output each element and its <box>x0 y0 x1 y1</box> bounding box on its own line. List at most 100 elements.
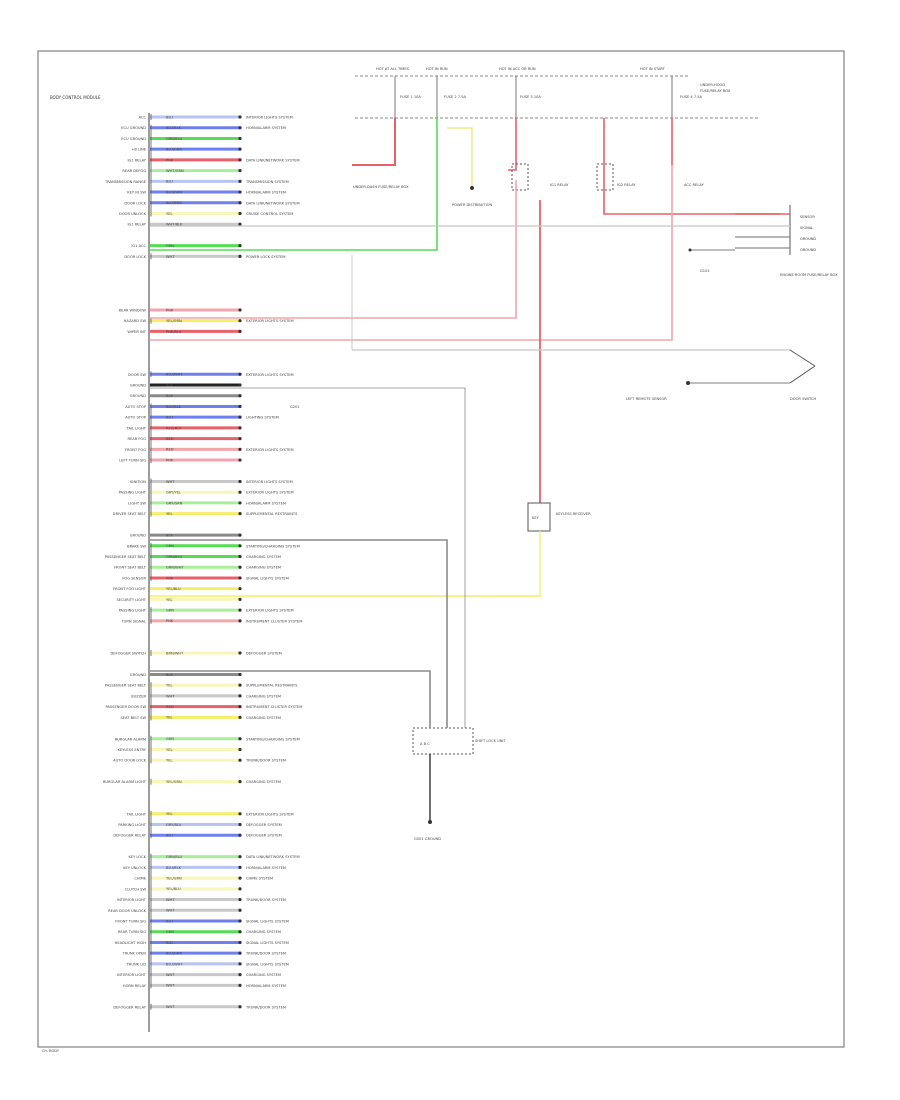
pin-terminal <box>238 222 242 226</box>
pin-terminal <box>238 651 242 655</box>
pin-label: AUTO DOOR LOCK <box>113 759 147 763</box>
pin-wire-code: BLU/BLK <box>166 405 182 409</box>
pin-terminal <box>238 437 242 441</box>
pin-wire-code: BLK <box>166 673 173 677</box>
pin-destination: EXTERIOR LIGHTS SYSTEM <box>246 812 294 816</box>
pin-destination: SUPPLEMENTAL RESTRAINTS <box>246 684 298 688</box>
pin-terminal <box>238 254 242 258</box>
pin-destination: EXTERIOR LIGHTS SYSTEM <box>246 448 294 452</box>
pin-wire-code: WHT <box>166 480 175 484</box>
pin-wire-code: GRY/GRN <box>166 501 183 505</box>
pin-terminal <box>238 136 242 141</box>
pin-terminal <box>238 404 242 409</box>
pin-terminal <box>238 940 242 945</box>
right-module-label: ENGINE ROOM FUSE/RELAY BOX <box>780 273 838 277</box>
interlock-wire-1 <box>150 539 448 728</box>
right-pin-2: SIGNAL <box>800 226 813 230</box>
fuse-1-top: HOT AT ALL TIMES <box>376 67 410 71</box>
pin-destination: INSTRUMENT CLUSTER SYSTEM <box>246 705 302 709</box>
pin-wire-code: YEL <box>166 716 172 720</box>
fuse-2-branch <box>447 127 473 188</box>
fuse-1-wire <box>352 118 396 166</box>
pin-terminal <box>238 758 242 762</box>
pin-label: IG1 RELAY <box>127 223 146 227</box>
pin-wire-code: YEL <box>166 212 172 216</box>
red-feed-2 <box>150 165 673 341</box>
pin-wire-code: BLU <box>166 115 173 119</box>
pin-label: PASSENGER SEAT BELT <box>105 684 147 688</box>
pin-wire-code: BLU/BRN <box>166 201 182 205</box>
pin-wire-code: GRN/WHT <box>166 566 184 570</box>
pin-label: ACC <box>139 116 147 120</box>
pin-destination: CHARGING SYSTEM <box>246 716 281 720</box>
keyless-label: KEYLESS RECEIVER <box>556 512 591 516</box>
pin-label: KEY UNLOCK <box>123 866 146 870</box>
pin-label: GROUND <box>130 534 146 538</box>
pin-label: LEFT TURN SIG <box>119 459 146 463</box>
pin-destination: EXTERIOR LIGHTS SYSTEM <box>246 609 294 613</box>
pin-label: SEAT BELT SW <box>121 716 147 720</box>
interlock-pins: A B C <box>420 742 430 746</box>
pin-destination: DATA LINK/NETWORK SYSTEM <box>246 158 300 162</box>
pin-destination: CHIME SYSTEM <box>246 877 273 881</box>
pin-terminal <box>238 715 242 719</box>
pin-label: PASSING LIGHT <box>119 491 147 495</box>
pin-wire-code: YEL/BLU <box>166 887 181 891</box>
pin-wire-code: PNK <box>166 158 174 162</box>
pin-terminal <box>238 812 242 816</box>
fuse-3-top: HOT IN ACC OR RUN <box>499 67 536 71</box>
switch-blade-2 <box>789 365 816 384</box>
pin-wire-code: GRN/BLU <box>166 855 182 859</box>
pin-destination: HORN/ALARM SYSTEM <box>246 501 286 505</box>
module-title: BODY CONTROL MODULE <box>50 95 101 100</box>
pin-terminal <box>238 565 242 569</box>
pin-terminal <box>238 855 242 859</box>
switch-left-label: LEFT REMOTE SENSOR <box>626 397 667 401</box>
pin-wire-code: BLU/WHT <box>166 373 183 377</box>
pin-destination: TRANSMISSION SYSTEM <box>245 180 289 184</box>
fuse-4-top: HOT IN START <box>640 67 666 71</box>
pin-label: DOOR SW <box>128 373 146 377</box>
pin-destination: CHARGING SYSTEM <box>246 566 281 570</box>
fuse-2-label: FUSE 2 7.5A <box>444 95 467 99</box>
pin-wire-code: YEL <box>166 598 172 602</box>
pin-destination: STARTING/CHARGING SYSTEM <box>246 737 300 741</box>
pin-wire-code: GRY/YEL <box>166 491 181 495</box>
right-pin-4: GROUND <box>800 248 816 252</box>
relay-2-label: IG2 RELAY <box>617 183 636 187</box>
diagram-frame <box>37 50 845 1048</box>
pin-wire-code: YEL <box>166 812 172 816</box>
pin-terminal <box>238 608 242 612</box>
pin-label: DOOR UNLOCK <box>119 212 147 216</box>
pin-wire-code: BLU <box>166 834 173 838</box>
pin-terminal <box>238 512 242 516</box>
pin-label: LIGHT SW <box>128 501 146 505</box>
pin-wire-code: PNK/BLU <box>166 330 182 334</box>
pin-wire-code: RED <box>166 437 174 441</box>
fuse-1-label: FUSE 1 10A <box>400 95 421 99</box>
pin-wire-code: WHT <box>166 898 175 902</box>
relay-1-box <box>511 163 529 191</box>
pin-label: BRAKE SW <box>127 544 146 548</box>
left-fuse-box-label: UNDER-DASH FUSE/RELAY BOX <box>353 185 409 189</box>
pin-wire-code: WHT/GRN <box>166 169 184 173</box>
pin-terminal <box>238 372 242 376</box>
pin-wire-code: PNK <box>166 576 174 580</box>
pin-wire-code: YEL <box>166 684 172 688</box>
pin-destination: CHARGING SYSTEM <box>246 973 281 977</box>
pin-destination: CHARGING SYSTEM <box>246 694 281 698</box>
fuse-4-label: FUSE 4 7.5A <box>680 95 703 99</box>
ground-2-label: G201 <box>290 405 300 409</box>
pin-destination: DEFOGGER SYSTEM <box>246 823 282 827</box>
pin-label: AUTO STOP <box>125 405 147 409</box>
right-pin-3: GROUND <box>800 237 816 241</box>
pin-label: ECU GROUND <box>121 137 146 141</box>
relay-1-wire <box>508 118 517 171</box>
pin-terminal <box>238 973 242 977</box>
pin-label: KEYLESS ENTRY <box>118 748 147 752</box>
keyless-receiver: KEY KEYLESS RECEIVER <box>150 502 591 597</box>
pin-destination: DATA LINK/NETWORK SYSTEM <box>246 855 300 859</box>
pin-destination: SIGNAL LIGHTS SYSTEM <box>246 962 289 966</box>
relay-1-label: IG1 RELAY <box>550 183 569 187</box>
pin-label: FRONT FOG <box>125 448 146 452</box>
